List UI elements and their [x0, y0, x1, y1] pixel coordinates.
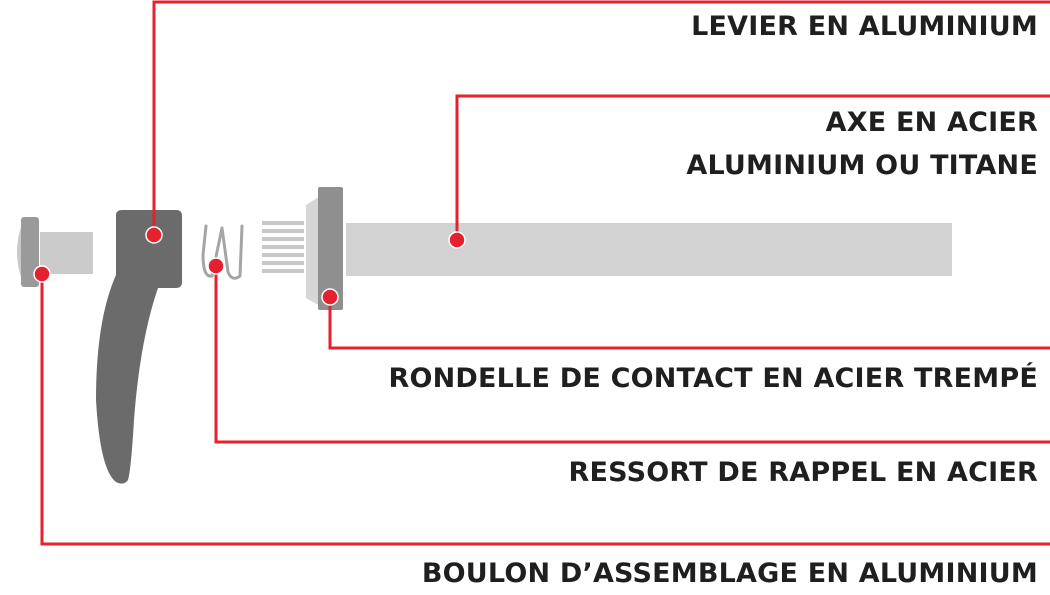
label-spring: RESSORT DE RAPPEL EN ACIER [568, 457, 1038, 488]
callout-dots [33, 226, 466, 306]
return-spring [201, 224, 244, 280]
callout-line-axle [455, 94, 1050, 240]
callout-dot-lever [145, 226, 163, 244]
washer-flange [306, 196, 320, 306]
aluminium-lever [96, 210, 182, 484]
serrated-nut [262, 221, 304, 273]
callout-line-bolt [40, 274, 1050, 546]
label-axle-line1: AXE EN ACIER [825, 107, 1038, 138]
callout-dot-axle [448, 231, 466, 249]
washer-body [318, 187, 343, 310]
assembly-bolt [17, 217, 93, 287]
label-lever: LEVIER EN ALUMINIUM [691, 11, 1038, 42]
label-washer: RONDELLE DE CONTACT EN ACIER TREMPÉ [388, 363, 1038, 394]
callout-lines [40, 0, 1050, 546]
label-axle-line2: ALUMINIUM OU TITANE [686, 150, 1038, 181]
bolt-dome [17, 224, 22, 280]
callout-line-washer [328, 297, 1050, 350]
label-bolt: BOULON D’ASSEMBLAGE EN ALUMINIUM [421, 558, 1038, 589]
callout-dot-spring [207, 257, 225, 275]
callout-line-spring [214, 266, 1050, 444]
callout-line-lever [152, 0, 1050, 235]
contact-washer [306, 187, 343, 310]
callout-dot-washer [321, 288, 339, 306]
callout-dot-bolt [33, 265, 51, 283]
bolt-shank [40, 232, 93, 274]
axle [346, 223, 952, 276]
